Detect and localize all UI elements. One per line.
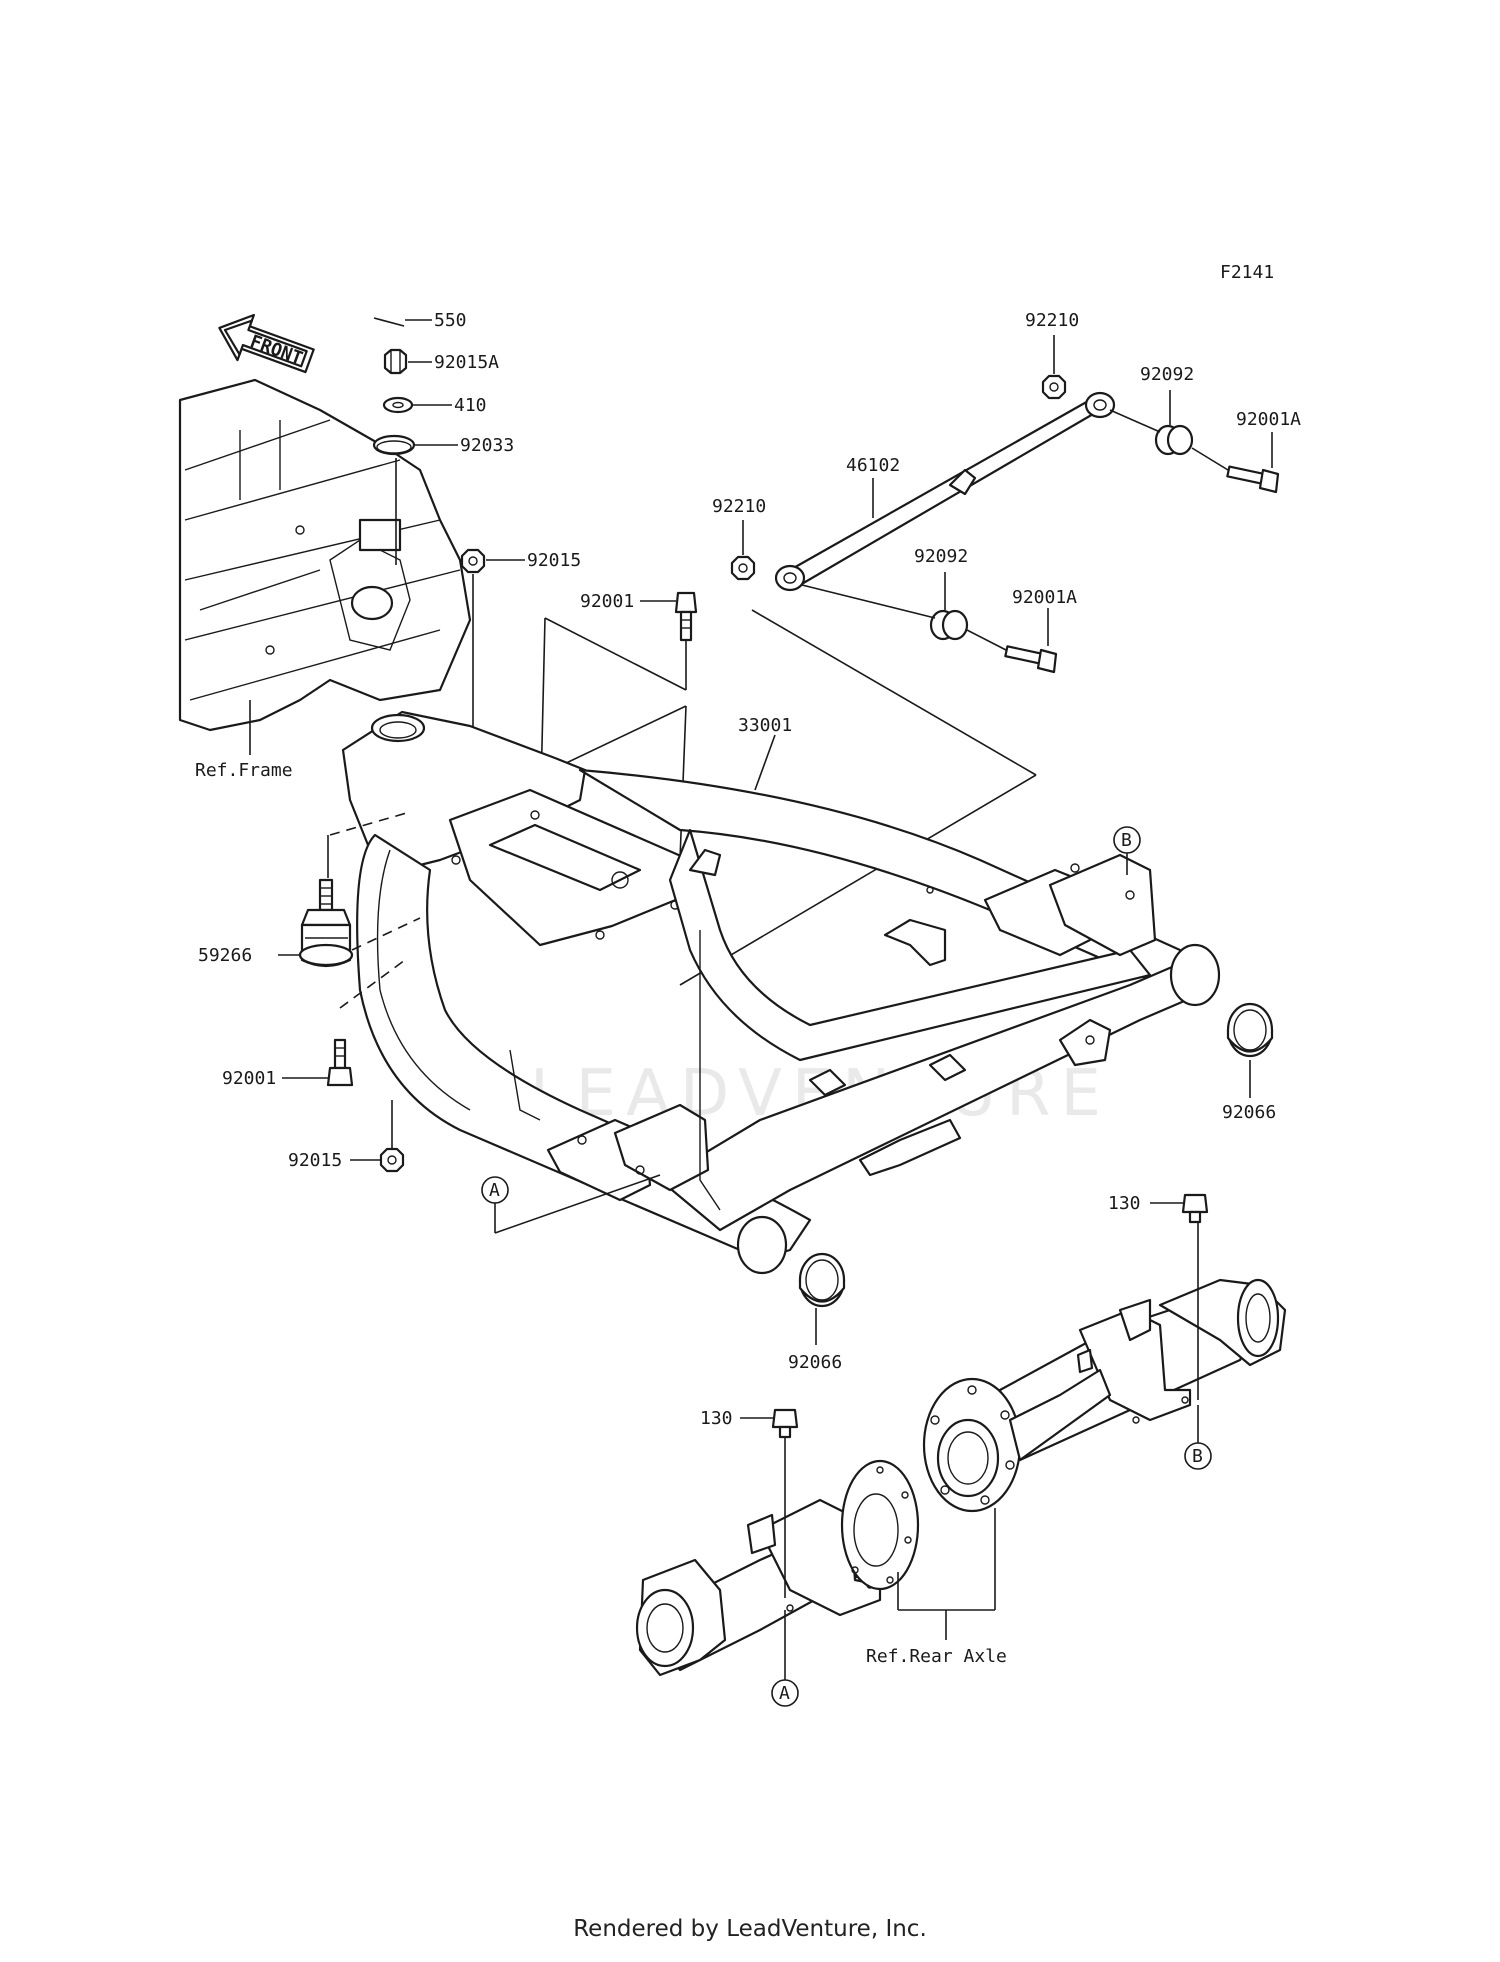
- bushing-92092-lower: [929, 609, 969, 641]
- svg-text:A: A: [779, 1683, 790, 1704]
- label-92015-top: 92015: [527, 550, 581, 571]
- label-92092-lower: 92092: [914, 546, 968, 567]
- svg-text:B: B: [1192, 1446, 1203, 1467]
- label-92001-left: 92001: [222, 1068, 276, 1089]
- svg-text:B: B: [1121, 830, 1132, 851]
- circlip-92033: [372, 434, 416, 456]
- front-arrow-icon: FRONT: [218, 313, 315, 374]
- bolt-92001-top: [674, 591, 698, 642]
- cotter-pin-550: [373, 317, 405, 327]
- ref-frame-drawing: [178, 378, 472, 732]
- label-46102: 46102: [846, 455, 900, 476]
- bolt-92001A-lower: [1004, 645, 1058, 674]
- label-92033: 92033: [460, 435, 514, 456]
- rear-axle-hub: [922, 1368, 1112, 1513]
- label-92210-lower: 92210: [712, 496, 766, 517]
- label-92001-top: 92001: [580, 591, 634, 612]
- label-550: 550: [434, 310, 467, 331]
- nut-92210-upper: [1041, 374, 1067, 400]
- label-92001A-upper: 92001A: [1236, 409, 1301, 430]
- tube-cap-92066-right: [1226, 1002, 1274, 1058]
- bolt-130-right: [1181, 1193, 1209, 1224]
- bolt-92001A-upper: [1226, 465, 1280, 494]
- label-92015-bottom: 92015: [288, 1150, 342, 1171]
- bushing-92092-upper: [1154, 424, 1194, 456]
- washer-410: [382, 396, 414, 414]
- label-92210-upper: 92210: [1025, 310, 1079, 331]
- tube-cap-92066-bottom: [798, 1252, 846, 1308]
- label-130-left: 130: [700, 1408, 733, 1429]
- rear-axle-left-housing: [635, 1459, 920, 1677]
- callout-a-bottom: A: [771, 1679, 799, 1707]
- ref-frame-label: Ref.Frame: [195, 760, 293, 781]
- svg-text:A: A: [489, 1180, 500, 1201]
- callout-b-top: B: [1113, 826, 1141, 854]
- label-33001: 33001: [738, 715, 792, 736]
- bolt-92001-left: [326, 1038, 354, 1087]
- nut-92210-lower: [730, 555, 756, 581]
- stud-59266: [298, 878, 354, 968]
- label-92092-upper: 92092: [1140, 364, 1194, 385]
- nut-92015-bottom: [379, 1147, 405, 1173]
- label-92015A: 92015A: [434, 352, 499, 373]
- bolt-130-left: [771, 1408, 799, 1439]
- label-130-right: 130: [1108, 1193, 1141, 1214]
- label-92001A-lower: 92001A: [1012, 587, 1077, 608]
- label-59266: 59266: [198, 945, 252, 966]
- footer-credit: Rendered by LeadVenture, Inc.: [573, 1916, 927, 1942]
- ref-rear-axle-label: Ref.Rear Axle: [866, 1646, 1007, 1667]
- nut-92015-top: [460, 548, 486, 574]
- callout-a-left: A: [481, 1176, 509, 1204]
- diagram-code: F2141: [1220, 262, 1274, 283]
- callout-b-bottom: B: [1184, 1442, 1212, 1470]
- castle-nut-92015A: [383, 348, 408, 375]
- swingarm-33001: [341, 710, 1221, 1275]
- label-92066-right: 92066: [1222, 1102, 1276, 1123]
- tie-rod-46102: [774, 391, 1116, 592]
- label-410: 410: [454, 395, 487, 416]
- label-92066-bottom: 92066: [788, 1352, 842, 1373]
